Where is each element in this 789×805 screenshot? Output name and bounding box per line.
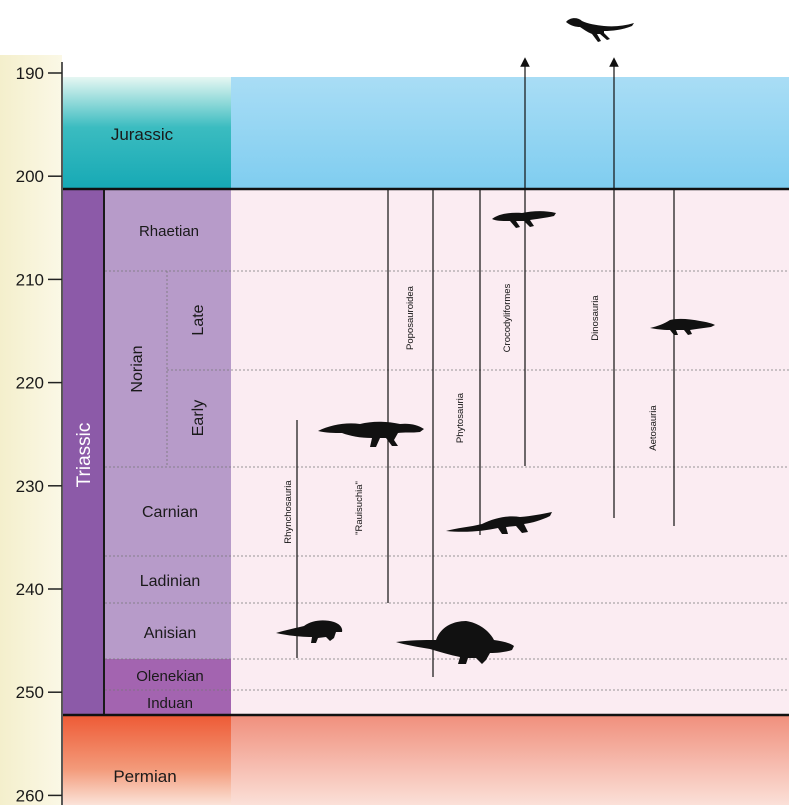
norian-early-label: Early (190, 400, 207, 436)
olenekian-label: Olenekian (136, 668, 204, 685)
anisian-label: Anisian (144, 625, 196, 642)
axis-tick-label: 260 (16, 786, 44, 805)
rhynchosauria-label: Rhynchosauria (283, 480, 294, 544)
axis-tick-label: 230 (16, 477, 44, 496)
phytosauria-label: Phytosauria (455, 392, 466, 443)
dinosaur-silhouette (566, 18, 634, 42)
carnian-label: Carnian (142, 504, 198, 521)
crocodyliformes-label: Crocodyliformes (502, 283, 513, 352)
ladinian-label: Ladinian (140, 573, 201, 590)
aetosauria-label: Aetosauria (648, 405, 659, 451)
axis-tick-label: 250 (16, 683, 44, 702)
axis-tick-label: 200 (16, 167, 44, 186)
axis-tick-label: 210 (16, 270, 44, 289)
jurassic-label: Jurassic (111, 125, 174, 144)
triassic-label: Triassic (74, 423, 95, 488)
norian-label: Norian (129, 345, 146, 392)
axis-tick-label: 190 (16, 64, 44, 83)
dinosauria-label: Dinosauria (590, 295, 601, 341)
induan-label: Induan (147, 695, 193, 712)
permian-label-block (63, 715, 231, 805)
axis-tick-label: 240 (16, 580, 44, 599)
norian-late-label: Late (190, 304, 207, 335)
rhaetian-label: Rhaetian (139, 223, 199, 240)
jurassic-field (231, 77, 789, 189)
poposauroidea-label: Poposauroidea (405, 285, 416, 350)
permian-label: Permian (113, 767, 176, 786)
rauisuchia-label: "Rauisuchia" (354, 481, 365, 535)
axis-tick-label: 220 (16, 374, 44, 393)
permian-field (231, 715, 789, 805)
